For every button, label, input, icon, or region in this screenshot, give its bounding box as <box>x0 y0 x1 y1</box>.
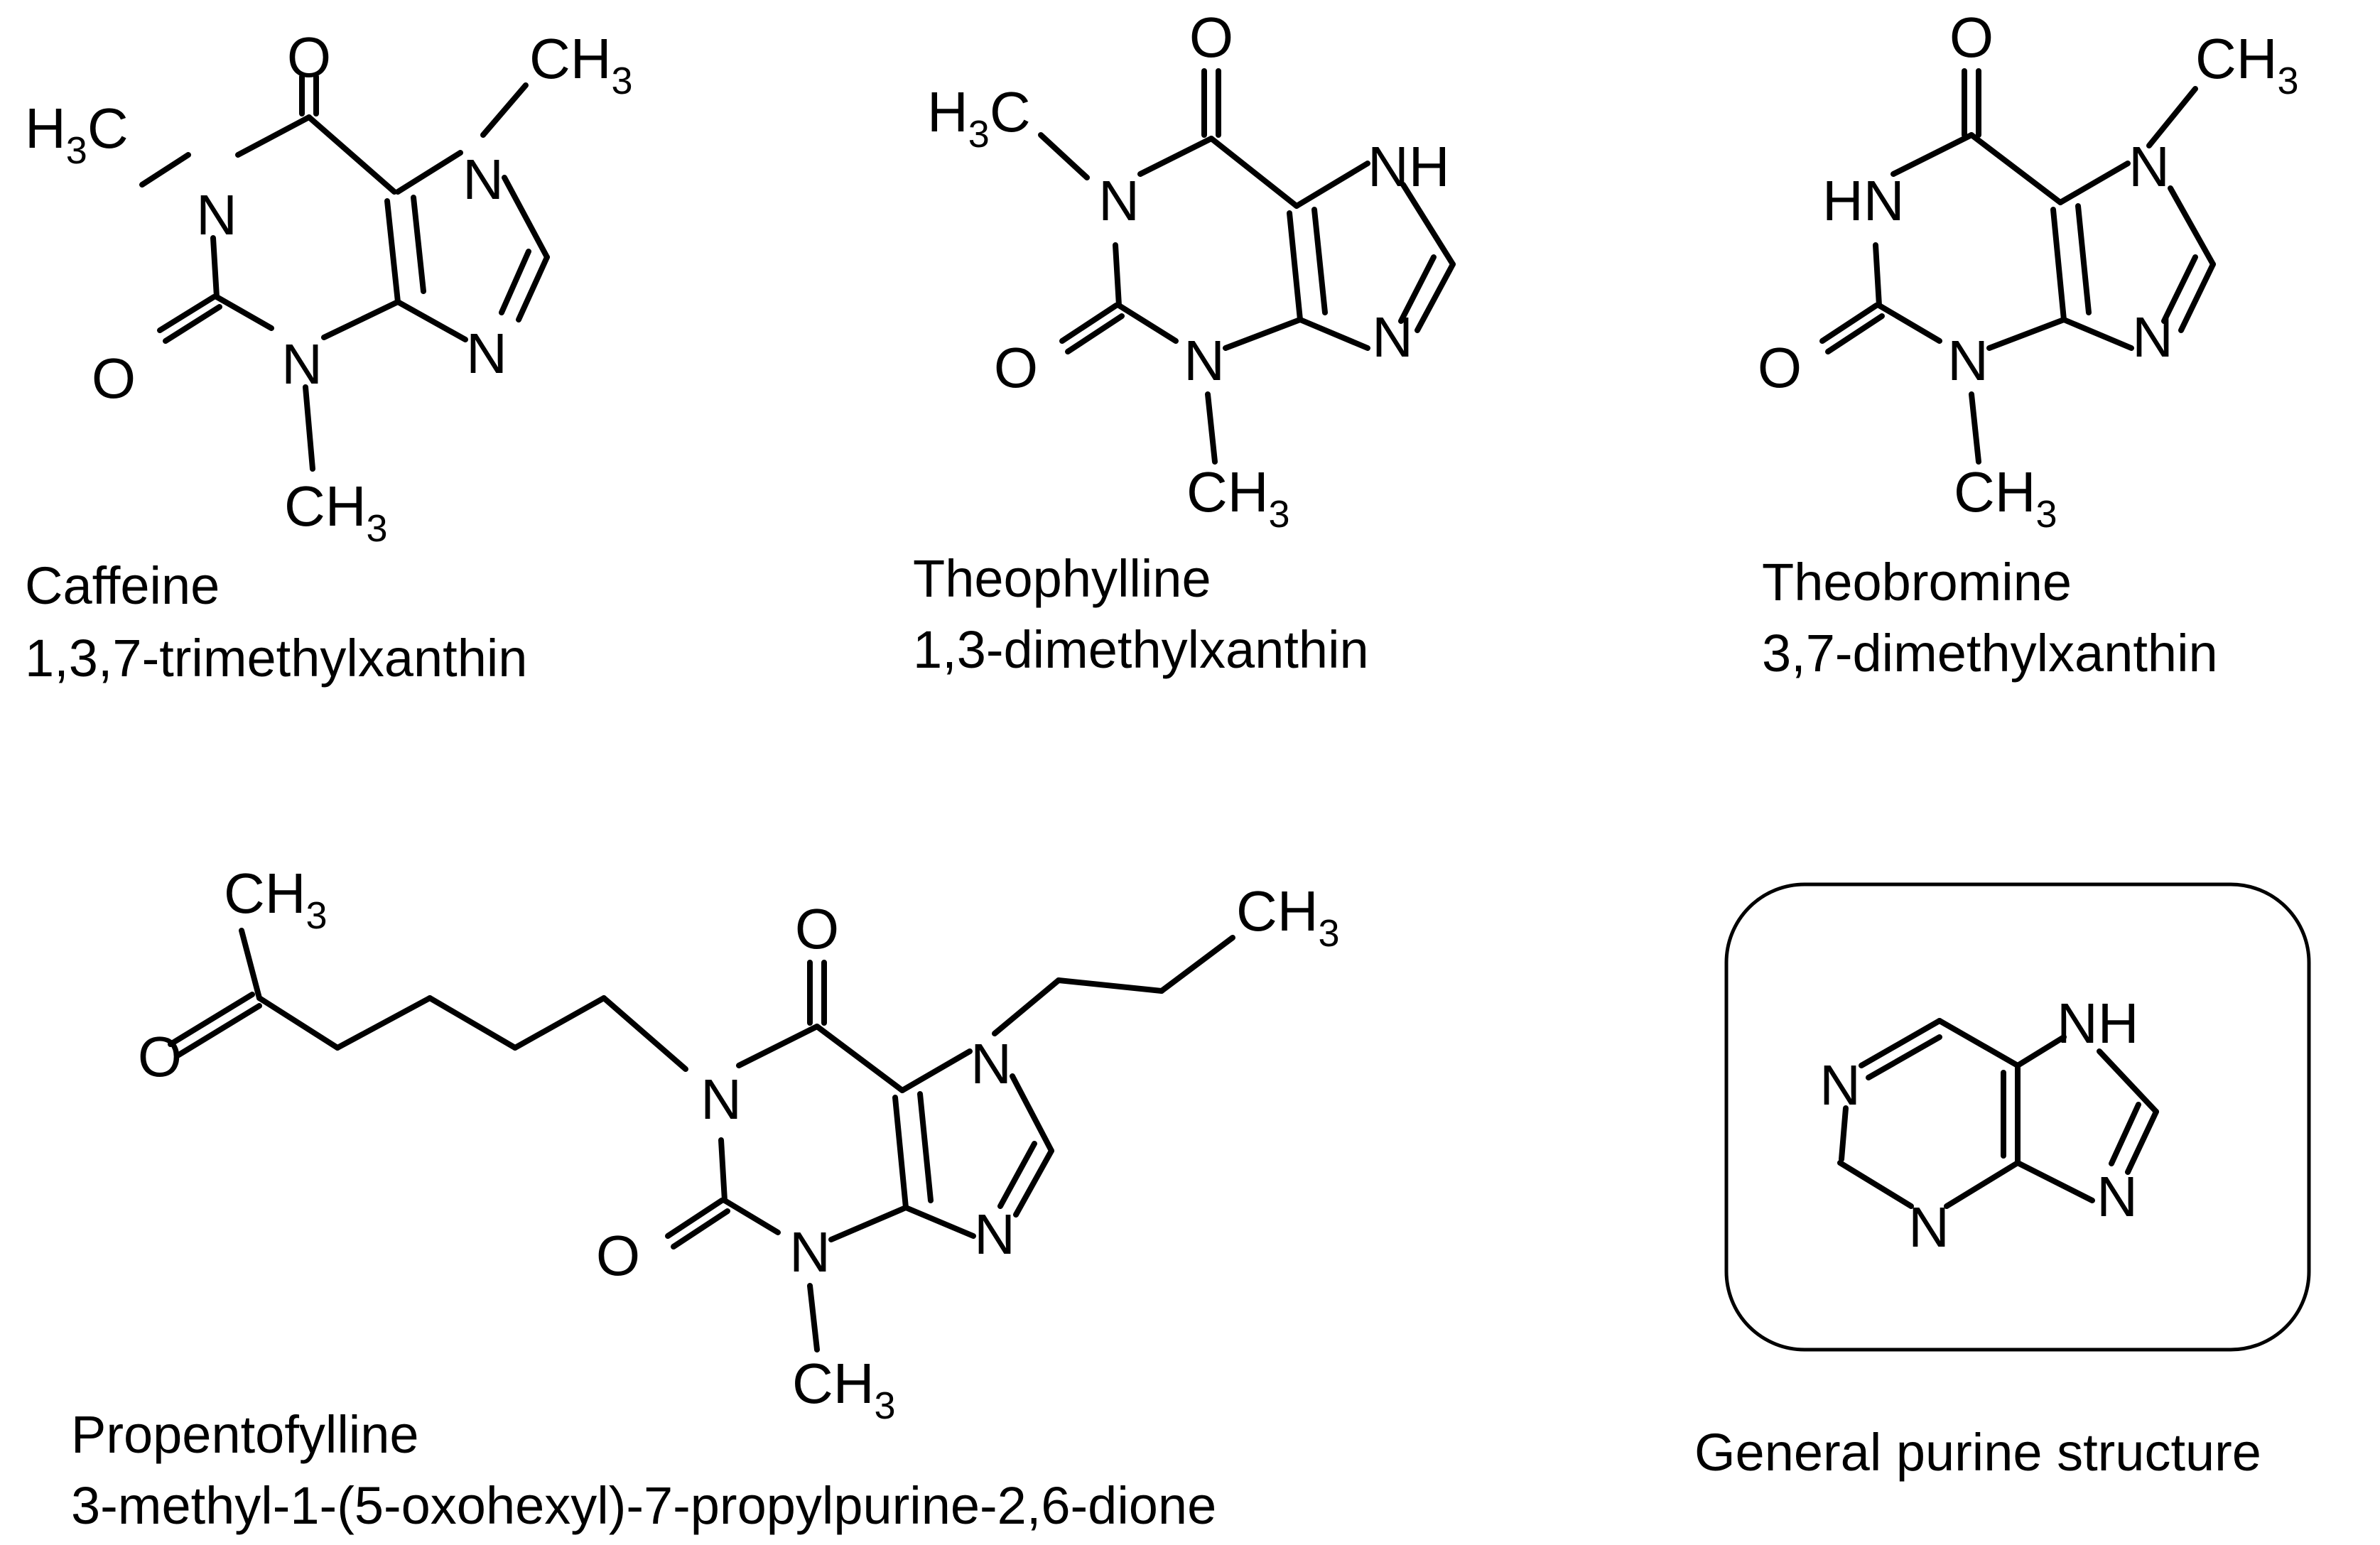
theophylline-atom-n: N <box>1184 329 1225 392</box>
theophylline-atom-nh: NH <box>1368 135 1450 198</box>
purine-bonds <box>1837 1018 2159 1209</box>
theobromine-name: Theobromine <box>1762 553 2072 612</box>
caffeine-atom-n: N <box>466 322 507 385</box>
propentofylline-methyl-bottom: CH3 <box>792 1352 896 1427</box>
propentofylline-atom-o: O <box>596 1224 640 1287</box>
caffeine-methyl-bottom: CH3 <box>284 475 388 550</box>
theobromine-atom-n: N <box>2132 305 2173 369</box>
theobromine-methyl-bottom: CH3 <box>1954 460 2057 536</box>
theophylline-methyl-bottom: CH3 <box>1186 460 1290 536</box>
caffeine-atom-n: N <box>463 148 504 211</box>
theobromine-structure: O O HN N N N CH3 CH3 Theobromine 3,7-dim… <box>1758 6 2299 683</box>
theophylline-atom-o: O <box>1189 6 1233 69</box>
theophylline-atom-o: O <box>994 336 1038 399</box>
caffeine-structure: O O N N N N H3C CH3 CH3 Caffeine 1,3,7-t… <box>25 26 633 688</box>
propentofylline-methyl-propyl: CH3 <box>1236 879 1340 955</box>
propentofylline-name: Propentofylline <box>71 1405 419 1464</box>
caffeine-atom-n: N <box>281 332 323 396</box>
theophylline-name: Theophylline <box>913 549 1211 608</box>
theobromine-atom-o: O <box>1758 336 1802 399</box>
theobromine-atom-n: N <box>1947 329 1989 392</box>
propentofylline-bonds <box>168 928 1235 1352</box>
theophylline-atom-n: N <box>1372 305 1413 369</box>
theobromine-atom-hn: HN <box>1822 169 1905 232</box>
theophylline-methyl-left: H3C <box>927 80 1031 156</box>
purine-atom-nh: NH <box>2057 992 2139 1055</box>
propentofylline-atom-o: O <box>138 1025 182 1088</box>
purine-atom-n: N <box>2097 1165 2138 1228</box>
theophylline-atom-n: N <box>1098 169 1140 232</box>
caffeine-atom-o: O <box>287 26 331 89</box>
caffeine-atom-o: O <box>92 347 136 410</box>
theobromine-atom-o: O <box>1949 6 1994 69</box>
purine-atom-n: N <box>1819 1053 1861 1117</box>
theophylline-structure: O O N N NH N H3C CH3 Theophylline 1,3-di… <box>913 6 1456 679</box>
theobromine-methyl-top: CH3 <box>2195 27 2299 102</box>
caffeine-name: Caffeine <box>25 556 220 615</box>
propentofylline-atom-n: N <box>701 1068 742 1131</box>
theobromine-bonds <box>1819 68 2216 465</box>
caffeine-methyl-top: CH3 <box>529 27 633 102</box>
caffeine-bonds <box>139 74 550 472</box>
propentofylline-methyl-ketone: CH3 <box>224 862 328 937</box>
theophylline-bonds <box>1038 68 1456 465</box>
purine-structure: N N NH N General purine structure <box>1694 882 2311 1482</box>
caffeine-iupac: 1,3,7-trimethylxanthin <box>25 629 527 688</box>
propentofylline-structure: CH3 O O O N N N N CH3 CH3 Propentofyllin… <box>71 862 1340 1535</box>
propentofylline-iupac: 3-methyl-1-(5-oxohexyl)-7-propylpurine-2… <box>71 1476 1216 1535</box>
purine-caption: General purine structure <box>1694 1423 2261 1482</box>
theobromine-iupac: 3,7-dimethylxanthin <box>1762 624 2218 683</box>
propentofylline-atom-n: N <box>974 1203 1015 1266</box>
propentofylline-atom-n: N <box>970 1032 1012 1095</box>
propentofylline-atom-o: O <box>795 897 839 960</box>
theobromine-atom-n: N <box>2129 135 2170 198</box>
caffeine-methyl-left: H3C <box>25 97 129 172</box>
caffeine-atom-n: N <box>196 183 237 246</box>
theophylline-iupac: 1,3-dimethylxanthin <box>913 620 1369 679</box>
propentofylline-atom-n: N <box>789 1220 831 1284</box>
purine-atom-n: N <box>1908 1196 1949 1259</box>
purine-frame <box>1724 882 2311 1352</box>
